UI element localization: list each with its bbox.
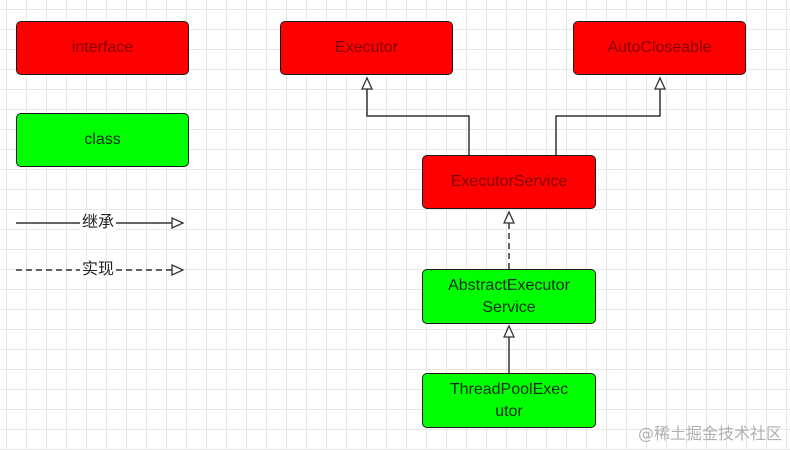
watermark: @稀土掘金技术社区 [637, 424, 782, 443]
node-abstractexecutorservice: AbstractExecutor Service [422, 269, 596, 324]
node-threadpoolexecutor: ThreadPoolExec utor [422, 373, 596, 428]
node-executorservice: ExecutorService [422, 155, 596, 209]
legend-implement-label: 实现 [80, 260, 117, 280]
edge-executorservice-autocloseable [555, 76, 667, 155]
node-executorservice-label: ExecutorService [450, 173, 568, 190]
node-autocloseable: AutoCloseable [573, 21, 746, 75]
node-threadpoolexecutor-label: ThreadPoolExec utor [449, 380, 569, 420]
legend-class-label: class [84, 131, 121, 148]
legend-class-box: class [16, 113, 189, 167]
node-executor-label: Executor [334, 39, 399, 56]
node-executor: Executor [280, 21, 453, 75]
legend-inherit-label: 继承 [80, 213, 117, 233]
legend-interface-label: interface [71, 39, 134, 56]
legend-interface-box: interface [16, 21, 189, 75]
node-autocloseable-label: AutoCloseable [607, 39, 712, 56]
edge-executorservice-executor [360, 76, 470, 155]
node-abstractexecutorservice-label: AbstractExecutor Service [448, 276, 570, 316]
